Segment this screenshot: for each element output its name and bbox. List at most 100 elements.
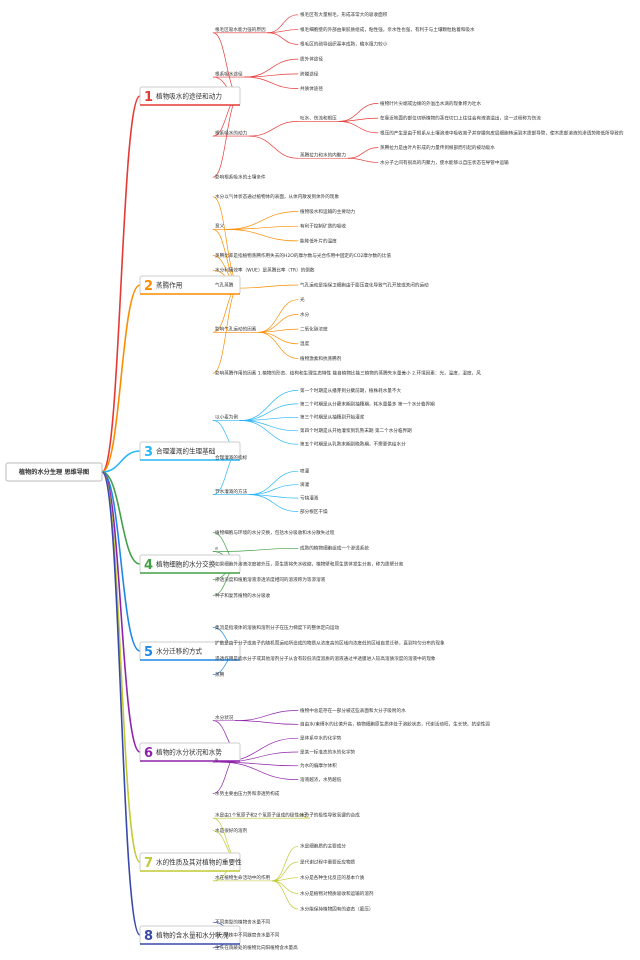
node-text: 扩散是由于分子或离子的随机而运动所造成的物质从浓度高的区域向浓度低的区域自发迁移… bbox=[215, 640, 445, 647]
branch-title: 植物细胞的水分交换 bbox=[156, 559, 216, 568]
node-text: 第四个时期是从开始灌浆到乳熟末期 第二个水分临界期 bbox=[300, 427, 412, 434]
connector-line bbox=[239, 390, 299, 421]
node-text: 蒸腾拉力是由叶片形成的力量传到根部而引起的被动吸水 bbox=[380, 144, 495, 151]
connector-line bbox=[297, 814, 311, 819]
node-text: 意义 bbox=[215, 223, 225, 230]
connector-line bbox=[271, 880, 299, 910]
branch-number: 6 bbox=[144, 746, 153, 761]
branch-title: 水的性质及其对植物的重要性 bbox=[156, 857, 242, 866]
node-text: 水是由1个氧原子和2个氢原子组成的极性分子 bbox=[215, 811, 309, 818]
trunk-line bbox=[101, 471, 141, 863]
node-text: 植物中总是存在一部分被这些表面和大分子吸附的水 bbox=[300, 707, 406, 714]
node-text: 共质体途径 bbox=[300, 85, 323, 92]
branch-number: 7 bbox=[144, 856, 153, 871]
node-text: 不同类型的植物含水量不同 bbox=[215, 919, 271, 926]
connector-line bbox=[347, 157, 379, 163]
connector-line bbox=[271, 845, 299, 882]
connector-line bbox=[244, 58, 299, 78]
node-text: 有利于控制矿质的吸收 bbox=[300, 223, 346, 230]
connector-line bbox=[239, 403, 299, 421]
node-text: 质外体途径 bbox=[300, 55, 323, 62]
trunk-line bbox=[101, 471, 141, 565]
node-text: 能降低叶片的温度 bbox=[300, 237, 337, 244]
node-text: 水是很好的溶剂 bbox=[215, 827, 248, 834]
node-text: 植物叶片尖端或边缘的外溢出水滴的现象称为吐水 bbox=[380, 100, 481, 107]
node-text: 滴灌 bbox=[300, 481, 310, 488]
node-text: 渗透浓度和植胞溶液渗透浓度相同的溶液称为等渗溶液 bbox=[215, 576, 326, 583]
node-text: 气孔蒸腾 bbox=[215, 281, 234, 288]
node-text: 在靠近地面的部位切断植物的茎在切口上往往会有液滴溢出，这一过程称为伤流 bbox=[380, 115, 541, 122]
branch-number: 2 bbox=[144, 279, 153, 294]
connector-line bbox=[258, 314, 299, 333]
connector-line bbox=[225, 225, 299, 230]
connector-line bbox=[244, 73, 299, 78]
node-text: 植物细胞与环境的水分交换，包括水分吸收和水分散失过程 bbox=[215, 529, 335, 536]
trunk-line bbox=[101, 450, 141, 473]
connector-line bbox=[338, 117, 379, 122]
connector-line bbox=[267, 32, 299, 45]
node-text: 喷灌 bbox=[300, 468, 310, 475]
node-text: 根毛区吸水能力强的原因 bbox=[215, 26, 266, 33]
connector-line bbox=[225, 229, 299, 242]
connector-line bbox=[239, 420, 299, 445]
node-text: 集流是指液体的溶质和溶剂分子在压力梯度下的整体定向运动 bbox=[215, 624, 339, 631]
connector-line bbox=[248, 470, 299, 495]
node-text: 影响蒸腾作用的因素 1.植物的形态、结构和生理生态特性 能自植物比能三植物的蒸腾… bbox=[215, 370, 481, 377]
node-text: 植物吸水和运输的主要动力 bbox=[300, 208, 356, 215]
connector-line bbox=[212, 95, 241, 178]
branch-title: 蒸腾作用 bbox=[156, 280, 182, 289]
connector-line bbox=[267, 14, 299, 34]
node-text: 跨膜途径 bbox=[300, 70, 319, 77]
connector-line bbox=[248, 494, 299, 512]
node-text: 根毛区的疏导组织基本成熟，输水阻力较小 bbox=[300, 41, 388, 48]
connector-line bbox=[219, 547, 299, 552]
node-text: 第二个时期是从分蘖末期到抽穗期，耗水量最多 第一个水分临界期 bbox=[300, 400, 435, 407]
node-text: 是体系中水的化学势 bbox=[300, 735, 342, 742]
node-text: 温度 bbox=[300, 340, 310, 347]
branch-title: 合理灌溉的生理基础 bbox=[156, 446, 216, 455]
branch-title: 植物吸水的途径和动力 bbox=[156, 91, 222, 100]
node-text: 蒸腾拉力和水的内聚力 bbox=[300, 151, 346, 158]
connector-line bbox=[258, 331, 299, 359]
node-text: 同一植株中不同器官含水量不同 bbox=[215, 931, 280, 938]
node-text: 如果细胞外溶液浓度被外压，原生质将失水收缩，植物壁和原生质体发生分离，称为质壁分… bbox=[215, 560, 404, 567]
root-title: 植物的水分生理 思维导图 bbox=[18, 468, 89, 476]
node-text: 水分能保持植物固有的姿态（膨压） bbox=[300, 905, 374, 912]
connector-line bbox=[239, 420, 299, 432]
connector-line bbox=[338, 120, 379, 134]
node-text: 水分子之间有很高的内聚力，使水能够以自压状态在导管中运输 bbox=[380, 159, 509, 166]
connector-line bbox=[235, 284, 299, 289]
connector-line bbox=[258, 299, 299, 333]
node-text: 以小麦为例 bbox=[215, 414, 238, 421]
connector-line bbox=[258, 328, 299, 333]
node-text: 第一个时期是从播芽到分蘖前期，植株耗水量不大 bbox=[300, 387, 401, 394]
branch-number: 3 bbox=[144, 445, 153, 460]
node-text: 根压的产生是由于根系从土壤溶液中吸收离子并穿膜向皮层细胞转运到木质部导管，使木质… bbox=[380, 129, 624, 136]
node-text: 亏缺灌溉 bbox=[300, 495, 319, 502]
node-text: 水分以气体状态通过植物体的表面，从体内散发到体外的现象 bbox=[215, 193, 339, 200]
node-text: 节水灌溉的方法 bbox=[215, 488, 248, 495]
node-text: 水是细胞质的主要成分 bbox=[300, 843, 346, 850]
connector-line bbox=[235, 720, 299, 725]
node-text: 根系吸水的动力 bbox=[215, 129, 248, 136]
node-text: 第三个时期是从抽穗到开始灌浆 bbox=[300, 414, 365, 421]
node-text: 是代谢过程中重要反应物质 bbox=[300, 858, 356, 865]
node-text: 吐水、伤流和根压 bbox=[300, 115, 337, 122]
root-box bbox=[5, 462, 103, 482]
node-text: 生长在荫蔽处的植物比向阳植物含水量高 bbox=[215, 944, 298, 951]
node-text: 水分 bbox=[300, 311, 310, 318]
node-text: 光 bbox=[300, 296, 305, 303]
connector-line bbox=[225, 211, 299, 230]
node-text: 第五个时期是从乳熟末期到晚熟期，不需要供给水分 bbox=[300, 441, 406, 448]
node-text: 蒸腾比率是指植物蒸腾作用失去的H2O的摩尔数与光合作用中固定的CO2摩尔数的比值 bbox=[215, 252, 391, 259]
connector-line bbox=[244, 76, 299, 89]
connector-line bbox=[248, 484, 299, 495]
connector-line bbox=[267, 29, 299, 34]
node-text: 影响根系吸水的土壤条件 bbox=[215, 174, 266, 181]
